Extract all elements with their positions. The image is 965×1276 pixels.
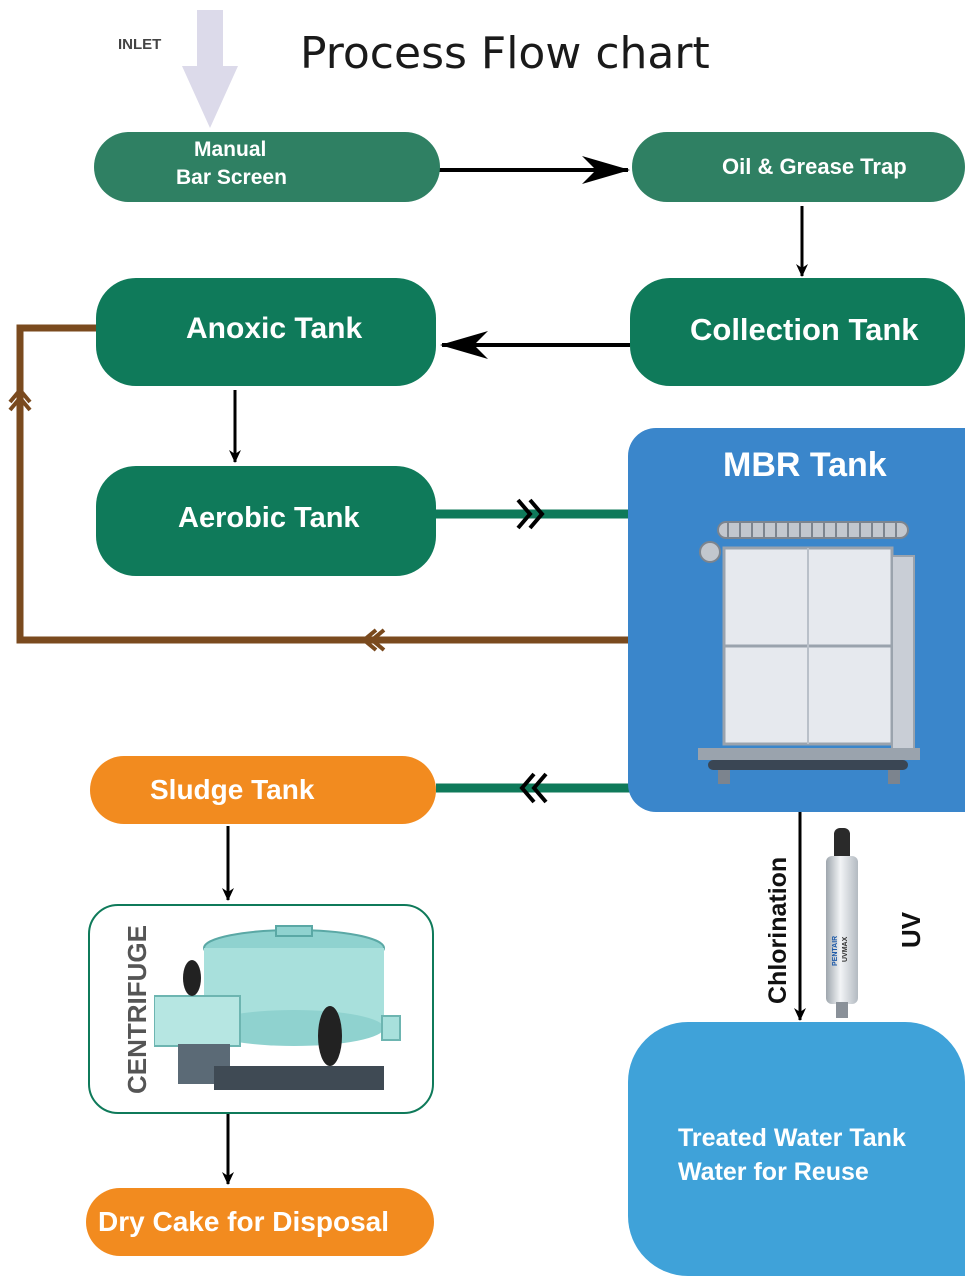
edge-aerobic-to-mbr xyxy=(436,498,632,530)
node-anoxic-tank-label: Anoxic Tank xyxy=(186,312,363,345)
node-manual-bar-screen: Manual Bar Screen xyxy=(94,132,440,202)
node-aerobic-tank-label: Aerobic Tank xyxy=(178,502,360,534)
node-collection-tank-label: Collection Tank xyxy=(690,312,919,347)
node-sludge-tank: Sludge Tank xyxy=(90,756,436,824)
node-mbr-tank-label: MBR Tank xyxy=(723,446,887,484)
uv-unit-model: UVMAX xyxy=(842,936,849,962)
node-treated-water-tank: Treated Water Tank Water for Reuse xyxy=(628,1022,965,1276)
node-aerobic-tank: Aerobic Tank xyxy=(96,466,436,576)
node-centrifuge-label: CENTRIFUGE xyxy=(122,925,152,1094)
node-treated-tank-line2: Water for Reuse xyxy=(678,1158,869,1186)
node-anoxic-tank: Anoxic Tank xyxy=(96,278,436,386)
edge-label-chlorination: Chlorination xyxy=(764,856,792,1004)
page-title: Process Flow chart xyxy=(300,28,710,79)
centrifuge-illustration xyxy=(154,925,401,1090)
uv-unit: PENTAIR UVMAX xyxy=(822,828,862,1018)
node-grease-trap-label: Oil & Grease Trap xyxy=(722,154,907,179)
node-dry-cake-label: Dry Cake for Disposal xyxy=(98,1206,389,1237)
node-bar-screen-line2: Bar Screen xyxy=(176,166,287,189)
node-sludge-tank-label: Sludge Tank xyxy=(150,774,315,805)
node-bar-screen-line1: Manual xyxy=(194,138,267,161)
node-oil-grease-trap: Oil & Grease Trap xyxy=(632,132,965,202)
uv-unit-outlet xyxy=(836,1002,848,1018)
node-collection-tank: Collection Tank xyxy=(630,278,965,386)
node-dry-cake: Dry Cake for Disposal xyxy=(86,1188,434,1256)
uv-unit-cap xyxy=(834,828,850,858)
uv-unit-body xyxy=(826,856,858,1004)
mbr-membrane-module-illustration xyxy=(698,521,920,784)
inlet-arrow xyxy=(182,10,238,128)
edge-label-uv: UV xyxy=(896,911,926,948)
uv-unit-brand: PENTAIR xyxy=(832,935,839,966)
node-centrifuge: CENTRIFUGE xyxy=(88,904,434,1114)
node-treated-tank-line1: Treated Water Tank xyxy=(678,1124,906,1152)
inlet-label: INLET xyxy=(118,36,162,53)
edge-mbr-to-sludge xyxy=(436,772,632,804)
node-mbr-tank: MBR Tank xyxy=(628,428,965,812)
edge-mbr-recirculation xyxy=(8,324,632,652)
